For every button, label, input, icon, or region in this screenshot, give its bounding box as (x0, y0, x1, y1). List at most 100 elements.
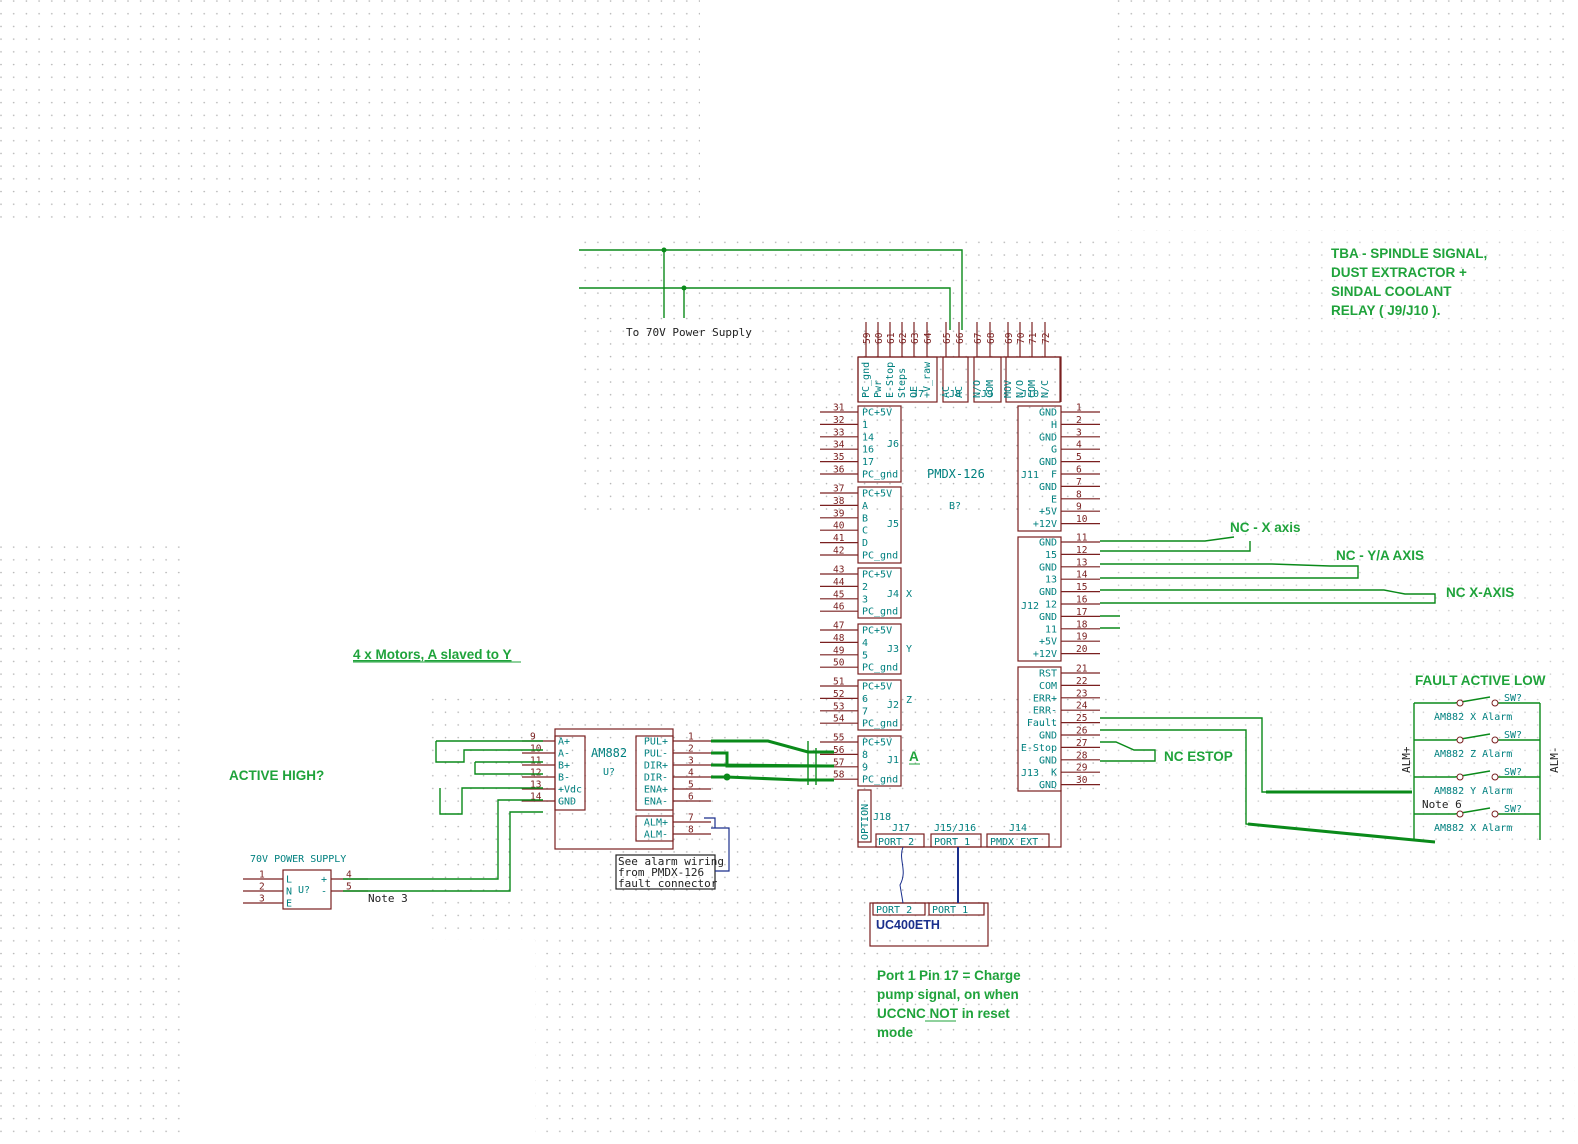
psu-left-pin-label: N (286, 887, 292, 898)
uc-port1-label: PORT 1 (932, 905, 968, 916)
j1-pin-number: 56 (833, 745, 845, 756)
j12-pin-label: GND (1039, 562, 1057, 573)
j2-pin-number: 54 (833, 714, 845, 725)
j11-pin-number: 2 (1076, 415, 1082, 426)
j11-pin-label: H (1051, 420, 1057, 431)
driver-right-pin-label: DIR- (644, 773, 668, 784)
j5-pin-label: A (862, 501, 868, 512)
j8-pin-label: AC (954, 386, 965, 398)
j3-pin-number: 47 (833, 621, 844, 632)
motors-label: 4 x Motors, A slaved to Y (353, 647, 512, 662)
j8-label: J8 (949, 389, 961, 400)
j13-pin-label: GND (1039, 731, 1057, 742)
tba-line1: TBA - SPINDLE SIGNAL, (1331, 246, 1487, 261)
j4-pin-label: PC_gnd (862, 607, 898, 618)
j13-pin-label: GND (1039, 755, 1057, 766)
j1-pin-label: 9 (862, 762, 868, 773)
j1-pin-number: 58 (833, 770, 845, 781)
alarm-note-line3: fault connector (618, 877, 718, 890)
psu-left-pin-number: 1 (259, 870, 265, 881)
j13-pin-number: 30 (1076, 775, 1088, 786)
top-pin-number: 63 (910, 333, 921, 344)
grid-region (0, 540, 185, 1140)
j12-pin-label: GND (1039, 612, 1057, 623)
j2-label: J2 (887, 700, 899, 711)
j6-pin-number: 34 (833, 440, 845, 451)
driver-alm-pin-number: 8 (688, 825, 694, 836)
j3-label: J3 (887, 644, 899, 655)
grid-region (0, 0, 700, 225)
j1-label: J1 (887, 755, 899, 766)
psu-left-pin-label: L (286, 875, 292, 886)
j5-pin-number: 42 (833, 546, 844, 557)
driver-right-pin-number: 5 (688, 780, 694, 791)
j13-pin-label: K (1051, 768, 1057, 779)
j10-pin-label: COM (1027, 380, 1038, 398)
grid-region (1110, 230, 1570, 920)
j11-pin-number: 6 (1076, 465, 1082, 476)
to-psu-label: To 70V Power Supply (626, 326, 752, 339)
j12-pin-label: 13 (1045, 575, 1057, 586)
j2-pin-label: 7 (862, 706, 868, 717)
charge-line3: UCCNC NOT in reset (877, 1006, 1010, 1021)
driver-left-pin-number: 13 (530, 780, 541, 791)
j4-label: J4 (887, 589, 899, 600)
j3-pin-number: 50 (833, 658, 845, 669)
driver-right-pin-number: 2 (688, 744, 694, 755)
j17-label: J17 (892, 823, 910, 834)
j6-pin-label: 16 (862, 445, 874, 456)
driver-right-pin-label: DIR+ (644, 761, 668, 772)
driver-left-pin-label: +Vdc (558, 785, 582, 796)
top-pin-number: 60 (874, 332, 885, 344)
j13-pin-number: 29 (1076, 763, 1088, 774)
driver-right-pin-label: ENA+ (644, 785, 668, 796)
j12-pin-number: 20 (1076, 644, 1088, 655)
j13-pin-number: 22 (1076, 676, 1087, 687)
uc-port2-label: PORT 2 (876, 905, 912, 916)
top-pin-number: 59 (862, 332, 873, 344)
switch-label-1: AM882 X Alarm (1434, 712, 1512, 723)
port2-label: PORT 2 (878, 837, 914, 848)
j11-label: J11 (1021, 470, 1039, 481)
alarm-switches: SW? SW? SW? SW? AM882 X Alarm AM882 Z Al… (1400, 693, 1561, 834)
j7-label: J7 (912, 389, 924, 400)
option-label: OPTION (860, 804, 871, 840)
charge-line2: pump signal, on when (877, 987, 1019, 1002)
top-pin-number: 62 (898, 333, 909, 344)
j11-pin-label: +12V (1033, 519, 1057, 530)
j6-pin-number: 31 (833, 403, 845, 414)
j12-pin-number: 15 (1076, 582, 1087, 593)
j5-pin-number: 37 (833, 484, 844, 495)
j8-pin-label: AC (941, 386, 952, 398)
j11-pin-number: 4 (1076, 440, 1082, 451)
j5-pin-number: 40 (833, 521, 845, 532)
grid-region (575, 240, 1115, 520)
j3-pin-number: 48 (833, 633, 845, 644)
j5-pin-label: D (862, 538, 868, 549)
j5-pin-number: 41 (833, 533, 845, 544)
psu-right-pin-number: 4 (346, 870, 352, 881)
driver-left-pin-label: A- (558, 749, 570, 760)
j18-label: J18 (873, 812, 891, 823)
j1-pin-label: PC_gnd (862, 775, 898, 786)
active-high-label: ACTIVE HIGH? (229, 768, 324, 783)
driver-right-pin-label: PUL- (644, 749, 668, 760)
psu-right-pin-number: 5 (346, 882, 352, 893)
driver-left-pin-number: 12 (530, 768, 541, 779)
driver-right-pin-number: 6 (688, 792, 694, 803)
psu-right-pin-label: - (321, 887, 327, 898)
driver-name: AM882 (591, 746, 627, 760)
psu-note: Note 3 (368, 892, 408, 905)
driver-left-pin-label: B- (558, 773, 570, 784)
driver-left-pin-label: A+ (558, 737, 570, 748)
j10-pin-label: N/O (1015, 380, 1026, 398)
j13-pin-label: RST (1039, 669, 1057, 680)
j13-pin-number: 28 (1076, 750, 1088, 761)
top-pin-number: 65 (942, 333, 953, 344)
charge-line1: Port 1 Pin 17 = Charge (877, 968, 1021, 983)
switch-ref-4: SW? (1504, 804, 1522, 815)
j13-pin-label: ERR- (1033, 706, 1057, 717)
j11-pin-label: GND (1039, 408, 1057, 419)
